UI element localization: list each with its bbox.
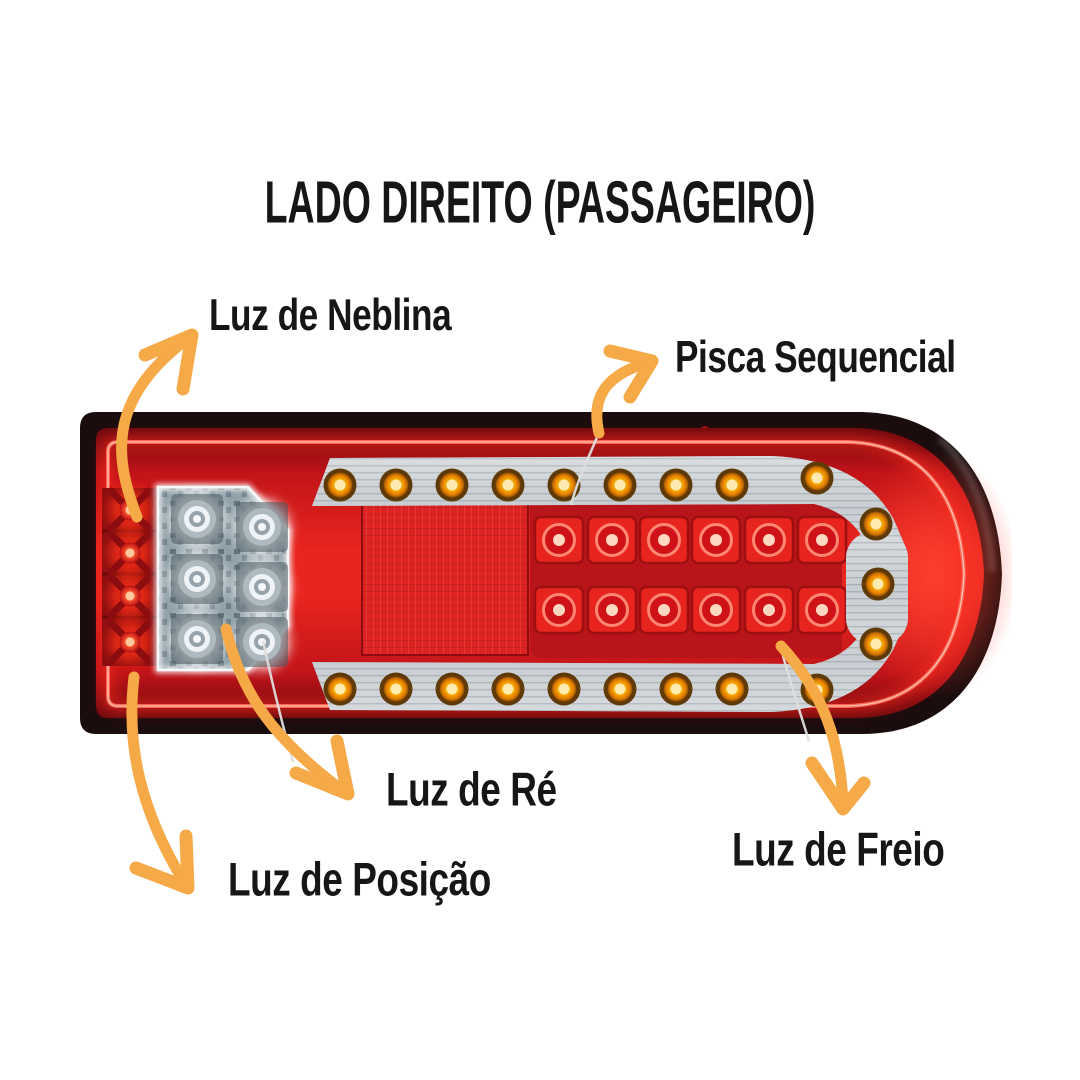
neblina-arrow — [116, 328, 199, 523]
freio-arrow — [775, 640, 871, 816]
brake-light-section — [530, 498, 848, 658]
pisca-pointer-line — [569, 429, 602, 506]
label-fog-light: Luz de Neblina — [209, 291, 452, 341]
position-light-tube — [102, 436, 970, 712]
sequential-blinker-bottom-strip — [312, 610, 906, 712]
posicao-arrow — [126, 671, 195, 895]
fog-light-section — [102, 488, 158, 666]
label-reverse-light: Luz de Ré — [386, 763, 557, 816]
label-position-light: Luz de Posição — [228, 853, 491, 906]
page-title: LADO DIREITO (PASSAGEIRO) — [264, 169, 816, 236]
truck-tail-light-photo — [80, 412, 1012, 734]
re-arrow — [220, 623, 355, 801]
red-reflector-panel — [361, 489, 529, 656]
sequential-blinker-top-strip — [312, 456, 906, 558]
annotation-thin-lines — [261, 429, 811, 763]
pisca-arrow — [591, 344, 659, 439]
right-amber-marker-column — [846, 507, 908, 661]
orange-arrows — [116, 328, 871, 895]
reverse-light-section — [155, 484, 292, 673]
label-brake-light: Luz de Freio — [732, 823, 945, 876]
label-sequential-blinker: Pisca Sequencial — [675, 333, 956, 383]
